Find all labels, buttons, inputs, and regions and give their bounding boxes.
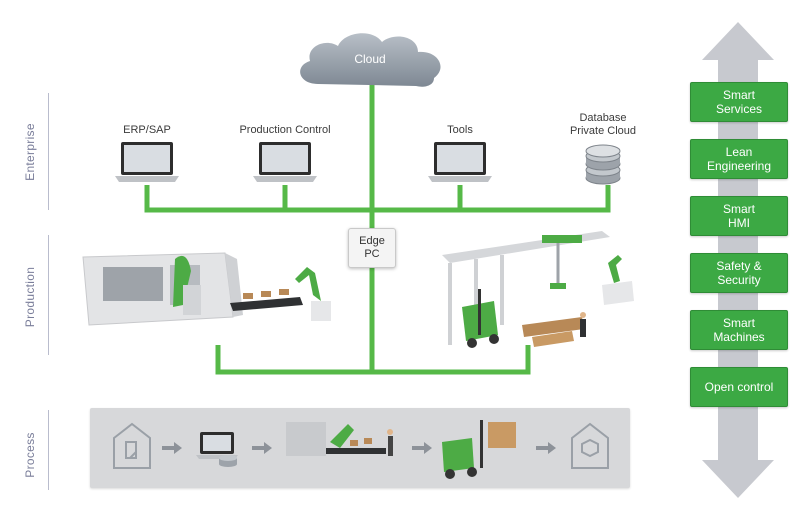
- gantry-logistics-illustration: [442, 231, 634, 348]
- process-rule: [48, 410, 49, 490]
- laptop-icon: [428, 142, 492, 182]
- laptop-icon: [253, 142, 317, 182]
- open-control-button[interactable]: Open control: [690, 367, 788, 407]
- process-flow-illustration: [113, 420, 609, 479]
- edge-pc-box: Edge PC: [348, 228, 396, 268]
- safety-security-button[interactable]: Safety &Security: [690, 253, 788, 293]
- cloud-label: Cloud: [354, 52, 386, 66]
- database-label: Database Private Cloud: [569, 112, 637, 137]
- house-box-hand-icon: [571, 422, 609, 469]
- cloud-shape: [300, 33, 441, 87]
- erp-sap-label: ERP/SAP: [123, 124, 171, 136]
- database-icon: [585, 144, 621, 185]
- smart-house-hand-icon: [113, 422, 151, 469]
- production-rule: [48, 235, 49, 355]
- enterprise-rule: [48, 93, 49, 210]
- production-control-label: Production Control: [239, 124, 331, 136]
- laptop-icon: [115, 142, 179, 182]
- cnc-machine-cell-illustration: [82, 252, 331, 326]
- tools-label: Tools: [447, 124, 473, 136]
